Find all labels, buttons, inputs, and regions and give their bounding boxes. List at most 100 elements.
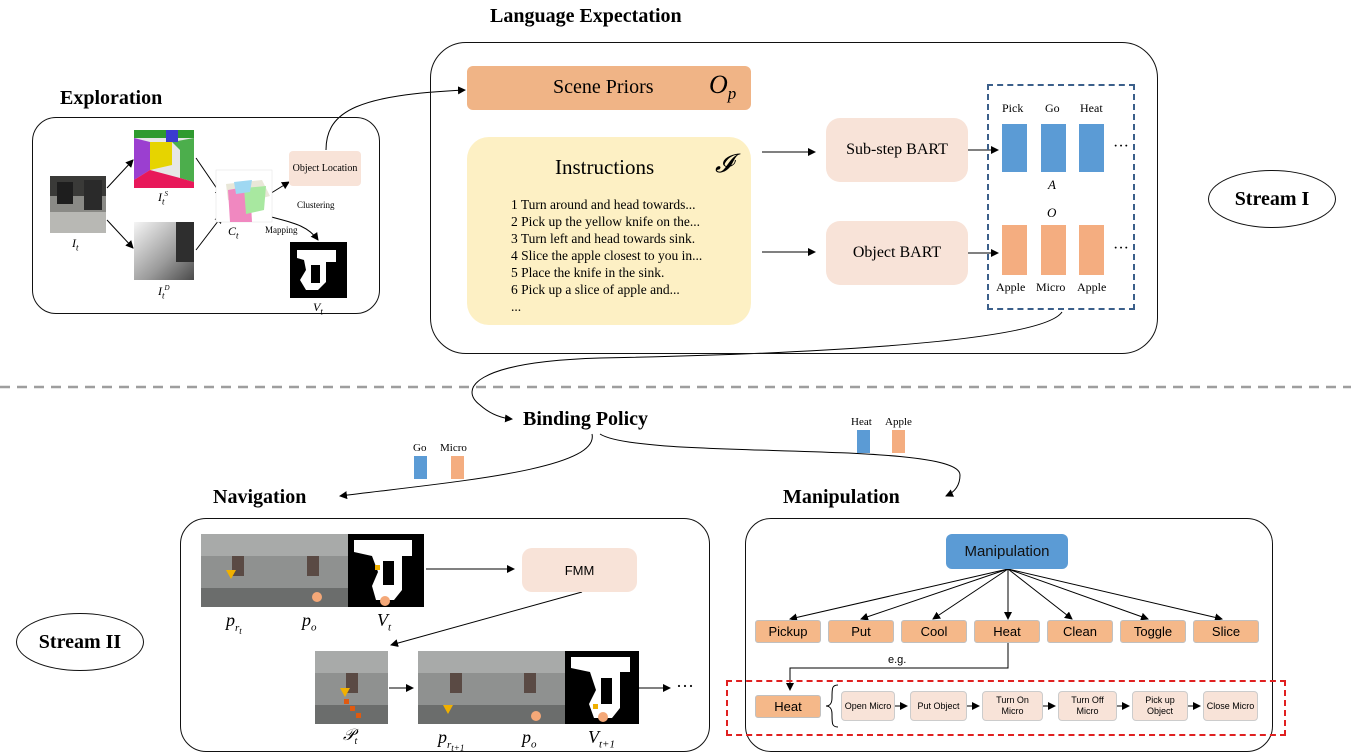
nav-value-map-next	[565, 651, 639, 724]
object-token-label: Apple	[996, 280, 1026, 294]
navigation-title: Navigation	[213, 486, 307, 508]
scene-priors-box: Scene Priors Op	[467, 66, 751, 110]
binding-left-token-label: Micro	[440, 442, 467, 454]
nav-frame-object-next	[492, 651, 565, 724]
action-cool-box: Cool	[901, 620, 967, 643]
arrow-tokens-to-binding	[471, 311, 1063, 423]
step-close-micro: Close Micro	[1203, 691, 1258, 721]
rgb-observation-image	[50, 176, 106, 233]
object-token-label: Micro	[1036, 280, 1066, 294]
label-p-robot-next: prt+1	[438, 727, 465, 753]
navigation-panel	[180, 518, 710, 752]
exploration-title: Exploration	[60, 87, 163, 109]
object-location-box: Object Location	[289, 151, 361, 186]
action-token-bar	[1002, 124, 1027, 172]
action-ellipsis: ···	[1113, 138, 1129, 155]
binding-action-token	[414, 456, 427, 479]
object-ellipsis: ···	[1113, 240, 1129, 257]
instructions-list: 1 Turn around and head towards... 2 Pick…	[511, 196, 702, 315]
instructions-box: Instructions 𝓘 1 Turn around and head to…	[467, 137, 751, 325]
semantic-segmentation-image	[134, 130, 194, 188]
action-slice-box: Slice	[1193, 620, 1259, 643]
object-token-bar	[1079, 225, 1104, 275]
binding-right-token-label: Heat	[851, 416, 872, 428]
stream-2-label: Stream II	[16, 613, 144, 671]
binding-policy-title: Binding Policy	[523, 408, 649, 430]
action-token-label: Pick	[1002, 101, 1024, 115]
nav-frame-robot-next	[418, 651, 492, 724]
action-token-bar	[1079, 124, 1104, 172]
label-path: 𝒫t	[343, 727, 358, 748]
label-v-t: Vt	[377, 610, 392, 634]
binding-action-token	[857, 430, 870, 453]
action-token-label: Go	[1045, 101, 1060, 115]
label-v-t-next: Vt+1	[588, 727, 615, 751]
object-symbol: O	[1047, 205, 1057, 220]
instruction-line: ...	[511, 299, 522, 314]
nav-frame-robot	[201, 534, 274, 607]
binding-right-token-label: Apple	[885, 416, 912, 428]
action-token-bar	[1041, 124, 1066, 172]
language-expectation-panel	[430, 42, 1158, 354]
point-cloud-image	[215, 169, 273, 223]
action-pickup-box: Pickup	[755, 620, 821, 643]
manipulation-root-box: Manipulation	[946, 534, 1068, 569]
step-turn-off-micro: Turn Off Micro	[1058, 691, 1117, 721]
nav-frame-object	[274, 534, 348, 607]
arrow-binding-to-manipulation	[599, 433, 961, 497]
heat-detail-root: Heat	[755, 695, 821, 718]
label-p-robot: prt	[226, 610, 242, 636]
substep-bart-box: Sub-step BART	[826, 118, 968, 182]
heat-brace	[825, 684, 839, 728]
nav-value-map	[348, 534, 424, 607]
object-token-bar	[1041, 225, 1066, 275]
instruction-line: 4 Slice the apple closest to you in...	[511, 248, 703, 263]
token-output-box	[987, 84, 1135, 310]
binding-object-token	[451, 456, 464, 479]
language-expectation-title: Language Expectation	[490, 5, 682, 27]
step-put-object: Put Object	[910, 691, 967, 721]
action-put-box: Put	[828, 620, 894, 643]
binding-left-token-label: Go	[413, 442, 427, 454]
instruction-line: 3 Turn left and head towards sink.	[511, 231, 696, 246]
navigation-ellipsis: ···	[676, 676, 694, 696]
nav-frame-path	[315, 651, 388, 724]
instructions-symbol: 𝓘	[715, 149, 733, 178]
scene-priors-label: Scene Priors	[553, 76, 654, 98]
arrow-binding-to-navigation	[339, 433, 593, 500]
action-toggle-box: Toggle	[1120, 620, 1186, 643]
stream-1-label: Stream I	[1208, 170, 1336, 228]
arrow-heat-to-heat-detail	[786, 643, 1009, 691]
instruction-line: 1 Turn around and head towards...	[511, 197, 696, 212]
action-clean-box: Clean	[1047, 620, 1113, 643]
manipulation-tree-arrows	[789, 568, 1223, 622]
instruction-line: 6 Pick up a slice of apple and...	[511, 282, 680, 297]
heat-detail-box	[726, 680, 1286, 736]
mapping-label: Mapping	[265, 225, 298, 235]
step-open-micro: Open Micro	[841, 691, 895, 721]
value-map-image	[290, 242, 347, 298]
object-token-bar	[1002, 225, 1027, 275]
exploration-panel	[32, 117, 380, 314]
arrow-it-to-id	[106, 219, 134, 249]
label-is: ItS	[158, 190, 169, 207]
depth-image	[134, 222, 194, 280]
label-vt: Vt	[313, 300, 323, 317]
label-it: It	[72, 236, 79, 253]
manipulation-title: Manipulation	[783, 486, 900, 508]
step-pick-up-object: Pick up Object	[1132, 691, 1188, 721]
manipulation-panel	[745, 518, 1273, 752]
scene-priors-symbol: Op	[709, 70, 737, 104]
step-turn-on-micro: Turn On Micro	[982, 691, 1043, 721]
arrow-fmm-to-pt	[390, 591, 583, 647]
action-token-label: Heat	[1080, 101, 1103, 115]
binding-object-token	[892, 430, 905, 453]
action-symbol: A	[1048, 177, 1056, 192]
object-token-label: Apple	[1077, 280, 1107, 294]
action-heat-box: Heat	[974, 620, 1040, 643]
fmm-box: FMM	[522, 548, 637, 592]
instructions-title: Instructions	[555, 155, 655, 179]
